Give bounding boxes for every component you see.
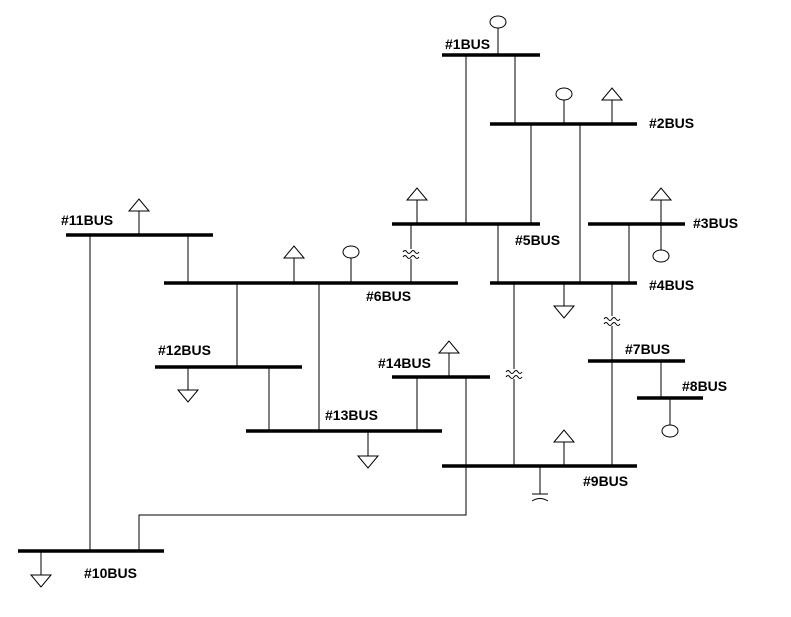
load-arrow-icon	[437, 340, 461, 377]
transformers	[402, 249, 621, 379]
transformer-icon	[603, 316, 621, 326]
bus-5-label: #5BUS	[515, 232, 560, 248]
load-arrow-icon	[600, 87, 624, 124]
condenser-icon	[555, 87, 573, 124]
bus-6-label: #6BUS	[366, 288, 411, 304]
load-arrow-icon	[356, 431, 380, 469]
load-arrow-icon	[552, 283, 576, 319]
condenser-icon	[652, 224, 670, 263]
bus-14-label: #14BUS	[378, 355, 431, 371]
load-arrow-icon	[127, 198, 151, 235]
bus-12-label: #12BUS	[158, 342, 211, 358]
branch-9-10	[138, 377, 467, 551]
bus-10-label: #10BUS	[84, 565, 137, 581]
transformer-icon	[402, 249, 420, 259]
load-arrow-icon	[282, 245, 306, 283]
bus-4-label: #4BUS	[649, 277, 694, 293]
load-arrow-icon	[176, 367, 200, 403]
load-arrow-icon	[552, 429, 576, 466]
bus-3-label: #3BUS	[693, 215, 738, 231]
transformer-icon	[505, 369, 523, 379]
condenser-icon	[342, 245, 360, 283]
capacitor-icon	[531, 466, 549, 502]
generators	[342, 15, 679, 438]
load-arrow-icon	[29, 551, 53, 588]
load-arrow-icon	[405, 187, 429, 224]
condenser-icon	[661, 398, 679, 438]
bus-1-label: #1BUS	[445, 36, 490, 52]
bus-2-label: #2BUS	[649, 115, 694, 131]
load-arrow-icon	[649, 187, 673, 224]
loads	[29, 87, 673, 588]
bus-11-label: #11BUS	[61, 212, 113, 228]
bus-7-label: #7BUS	[625, 341, 670, 357]
bus-9-label: #9BUS	[583, 473, 628, 489]
bus-8-label: #8BUS	[682, 378, 727, 394]
bus-13-label: #13BUS	[325, 407, 378, 423]
bus-labels: #1BUS #2BUS #3BUS #4BUS #5BUS #6BUS #7BU…	[61, 36, 738, 581]
generator-icon	[489, 15, 507, 55]
